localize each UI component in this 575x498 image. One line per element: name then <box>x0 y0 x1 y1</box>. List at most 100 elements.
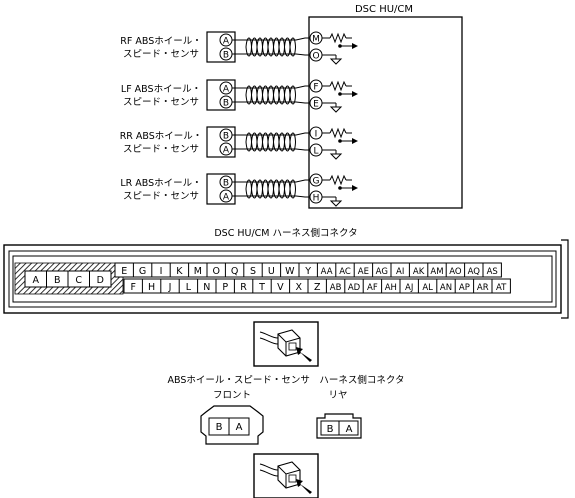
dsc-pin-label: H <box>313 194 320 204</box>
harness-pin-AT: AT <box>496 283 507 293</box>
resistor <box>329 174 347 186</box>
dsc-pin-label: O <box>312 52 319 62</box>
twisted-pair-shield <box>245 141 296 152</box>
arrow-head <box>352 91 358 97</box>
sensor-pin-label: B <box>223 179 229 189</box>
dsc-pin-label: F <box>313 83 318 93</box>
wire-icon <box>259 469 279 477</box>
connector-icon-face <box>288 474 297 483</box>
harness-pin-C: C <box>75 275 82 286</box>
twisted-pair-shield <box>245 85 296 96</box>
rear-pin-1: B <box>327 424 334 435</box>
harness-pin-O: O <box>212 266 219 277</box>
harness-pin-AK: AK <box>413 267 425 277</box>
harness-pin-AC: AC <box>339 267 351 277</box>
connector-illustration-top <box>253 321 319 367</box>
arrow-icon <box>296 479 312 494</box>
rear-label: リヤ <box>328 390 347 401</box>
sensor-name-line2: スピード・センサ <box>123 191 199 202</box>
harness-pin-R: R <box>240 282 247 293</box>
sensor-pin-label: A <box>223 85 230 95</box>
sensor-name-line1: RR ABSホイール・ <box>120 131 203 142</box>
harness-connector-title: DSC HU/CM ハーネス側コネクタ <box>214 227 357 239</box>
dsc-pin-label: G <box>313 177 320 187</box>
sensor-groups: RF ABSホイール・スピード・センサ A M B O LF ABSホイール・スピード・セ… <box>120 31 358 207</box>
front-sensor-connector: B A <box>200 405 264 445</box>
harness-pin-AP: AP <box>459 283 470 293</box>
harness-pin-Q: Q <box>231 266 238 277</box>
sensor-body <box>206 79 236 111</box>
dsc-pin-label: M <box>312 35 320 45</box>
arrow-icon <box>296 347 312 362</box>
harness-pin-B: B <box>54 275 61 286</box>
harness-pin-AQ: AQ <box>468 267 481 277</box>
wire-icon <box>259 337 279 345</box>
twisted-pair-shield <box>245 132 296 143</box>
bottom-pin-row <box>123 278 511 294</box>
dsc-box <box>308 16 463 209</box>
twisted-pair-shield <box>245 94 296 105</box>
wire-icon <box>259 463 279 471</box>
sensor-name-line2: スピード・センサ <box>123 144 199 155</box>
harness-pin-U: U <box>268 266 275 277</box>
dsc-box-title: DSC HU/CM <box>355 4 413 15</box>
twisted-pair-shield <box>245 37 296 48</box>
front-pin-2: A <box>236 422 243 433</box>
harness-pin-T: T <box>258 282 265 293</box>
harness-pin-AM: AM <box>430 267 443 277</box>
sensor-name-line1: RF ABSホイール・ <box>120 36 201 47</box>
resistor <box>329 127 347 139</box>
harness-pin-AE: AE <box>358 267 369 277</box>
connector-latch <box>561 239 569 319</box>
harness-pin-A: A <box>33 275 40 286</box>
ground-symbol <box>329 200 343 207</box>
front-label: フロント <box>213 390 251 401</box>
harness-pin-E: E <box>121 266 127 277</box>
wire <box>244 132 309 136</box>
harness-pin-AS: AS <box>487 267 498 277</box>
connector-illustration-bottom <box>253 453 319 498</box>
harness-pin-P: P <box>222 282 228 293</box>
sensor-pin-label: B <box>223 51 229 61</box>
harness-pin-AD: AD <box>348 283 361 293</box>
twisted-pair-shield <box>245 46 296 57</box>
harness-pin-AL: AL <box>422 283 433 293</box>
harness-pin-W: W <box>285 266 295 277</box>
harness-pin-L: L <box>186 282 192 293</box>
harness-pin-K: K <box>176 266 183 277</box>
sensor-body <box>206 31 236 63</box>
harness-pin-AF: AF <box>367 283 378 293</box>
resistor <box>329 32 347 44</box>
sensor-name-line2: スピード・センサ <box>123 97 199 108</box>
top-pin-row <box>114 262 502 278</box>
dsc-pin-label: I <box>315 130 318 140</box>
sensor-name-line1: LR ABSホイール・ <box>120 178 201 189</box>
harness-pin-S: S <box>250 266 256 277</box>
sensor-body <box>206 173 236 205</box>
harness-pin-Y: Y <box>304 266 311 277</box>
sensor-body <box>206 126 236 158</box>
arrow-head <box>352 43 358 49</box>
harness-pin-AG: AG <box>376 267 388 277</box>
arrow-head <box>352 185 358 191</box>
harness-pin-J: J <box>168 282 172 293</box>
twisted-pair-shield <box>245 188 296 199</box>
dsc-pin-label: L <box>313 147 318 157</box>
harness-pin-AR: AR <box>477 283 489 293</box>
wire <box>244 101 309 104</box>
harness-pin-AN: AN <box>440 283 452 293</box>
wire-icon <box>259 331 279 339</box>
sensor-name-line1: LF ABSホイール・ <box>121 84 201 95</box>
harness-pin-F: F <box>130 282 135 293</box>
harness-pin-AH: AH <box>385 283 397 293</box>
sensor-pin-label: B <box>223 99 229 109</box>
harness-pin-D: D <box>97 275 104 286</box>
sensor-pin-label: A <box>223 146 230 156</box>
harness-pin-AJ: AJ <box>405 283 413 293</box>
ground-symbol <box>329 58 343 65</box>
rear-pin-2: A <box>346 424 353 435</box>
wire <box>244 195 309 198</box>
